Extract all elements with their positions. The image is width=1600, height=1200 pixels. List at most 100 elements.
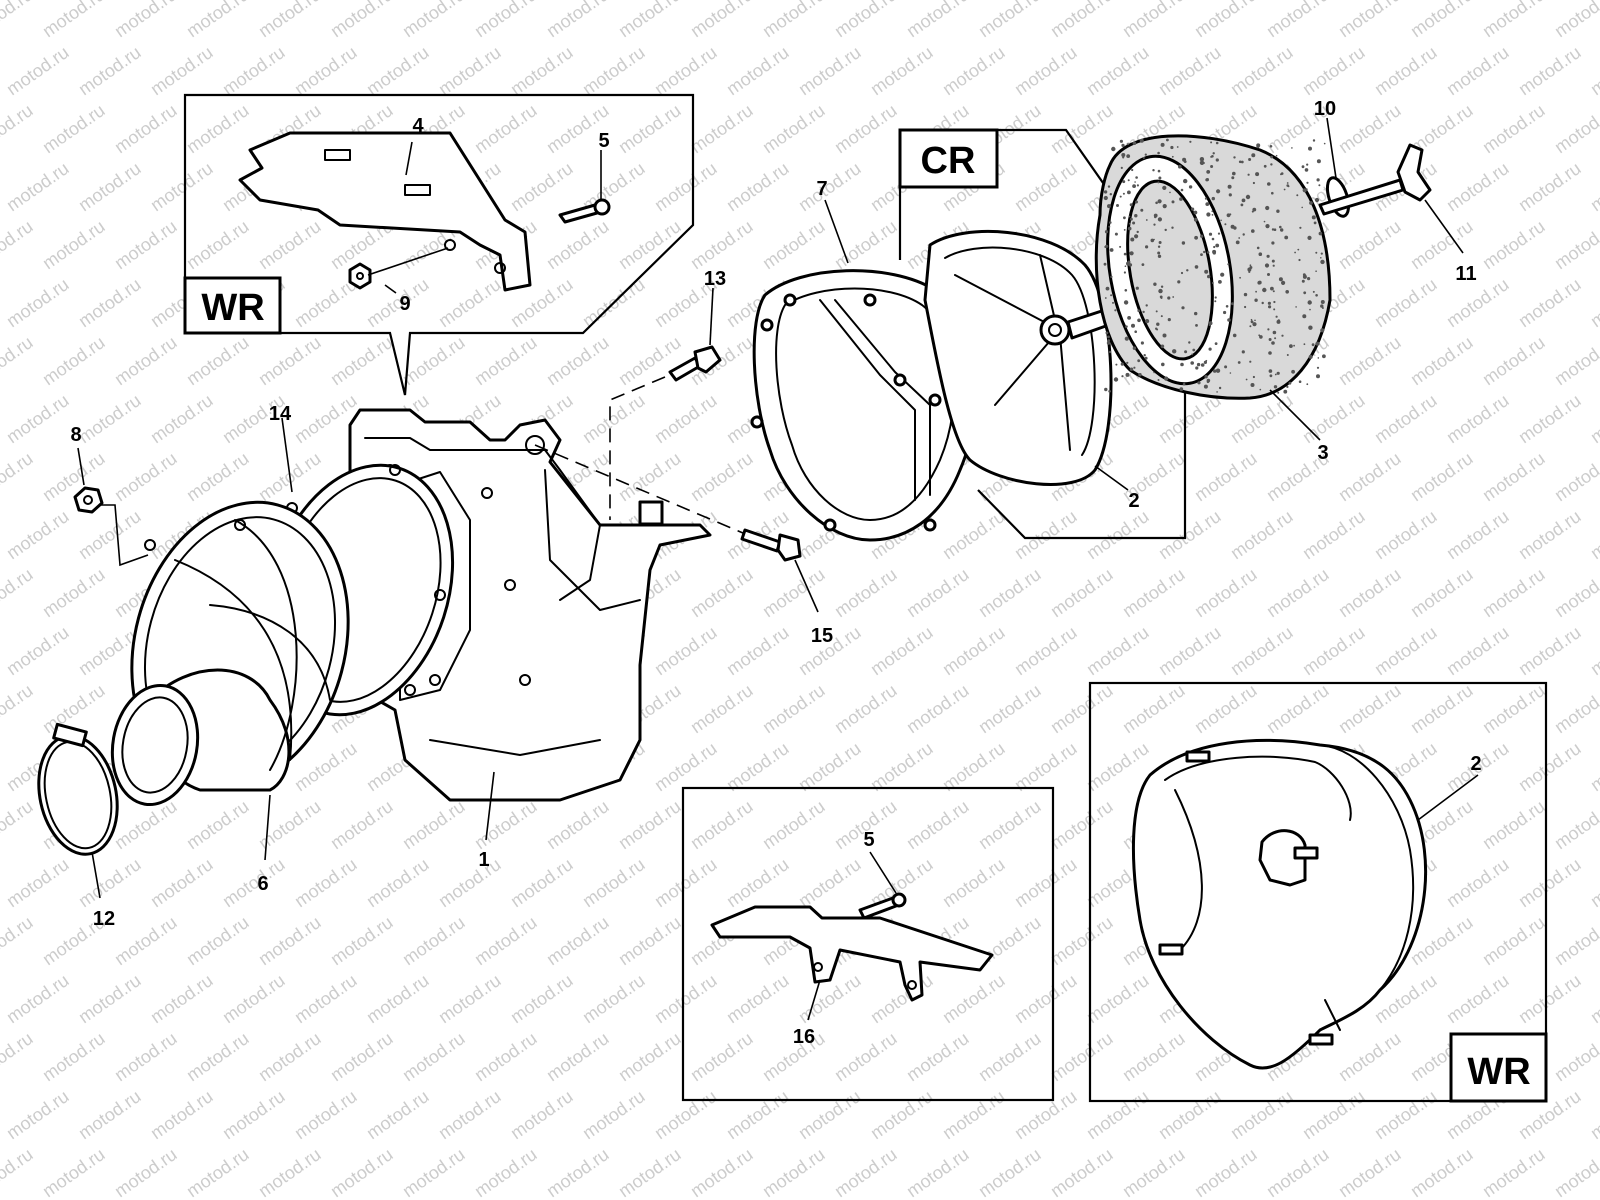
foam-speck <box>1267 328 1270 331</box>
foam-speck <box>1312 290 1315 293</box>
foam-speck <box>1128 222 1131 225</box>
foam-speck <box>1256 246 1260 250</box>
foam-speck <box>1279 225 1282 229</box>
callout-2: 2 <box>1128 490 1139 512</box>
foam-speck <box>1157 181 1160 184</box>
foam-speck <box>1132 346 1137 350</box>
foam-speck <box>1254 319 1256 322</box>
foam-speck <box>1113 377 1119 382</box>
foam-speck <box>1205 202 1210 207</box>
foam-speck <box>1291 369 1295 374</box>
foam-speck <box>1270 155 1273 159</box>
foam-speck <box>1154 215 1157 219</box>
foam-speck <box>1269 145 1273 148</box>
foam-speck <box>1320 259 1325 265</box>
badge-wr-bottom: WR <box>1467 1051 1530 1093</box>
foam-speck <box>1155 201 1158 205</box>
foam-speck <box>1317 357 1320 359</box>
foam-speck <box>1180 362 1184 367</box>
foam-speck <box>1220 272 1225 277</box>
foam-speck <box>1200 253 1203 256</box>
foam-speck <box>1320 328 1325 333</box>
foam-speck <box>1313 221 1317 225</box>
inset-wr-bottom: WR 2 <box>1088 681 1548 1103</box>
foam-speck <box>1140 341 1144 345</box>
foam-speck <box>1157 217 1162 222</box>
part-14-bolt-hole-3 <box>434 589 446 601</box>
foam-speck <box>1145 304 1148 307</box>
foam-speck <box>1270 286 1274 291</box>
foam-speck <box>1309 201 1313 205</box>
foam-speck <box>1252 322 1257 327</box>
foam-speck <box>1210 155 1213 158</box>
foam-speck <box>1215 141 1219 145</box>
part-9-nut-bore <box>356 272 364 280</box>
foam-speck <box>1119 139 1123 143</box>
foam-speck <box>1306 163 1309 166</box>
part-14-bolt-hole-4 <box>404 684 416 696</box>
foam-speck <box>1210 165 1214 168</box>
foam-speck <box>1107 204 1111 209</box>
part-2-cr-spoke-4 <box>1059 334 1071 451</box>
part-2-cr-spoke-1 <box>954 274 1051 326</box>
foam-speck <box>1161 362 1165 367</box>
foam-speck <box>1205 178 1209 182</box>
foam-speck <box>1268 369 1273 373</box>
foam-speck <box>1181 241 1186 245</box>
foam-speck <box>1132 221 1136 225</box>
foam-speck <box>1318 184 1321 187</box>
foam-speck <box>1134 214 1138 218</box>
foam-speck <box>1262 287 1267 293</box>
part-8-nut-bore <box>83 495 93 505</box>
foam-speck <box>1107 335 1110 339</box>
foam-speck <box>1141 263 1145 266</box>
foam-speck <box>1303 291 1307 295</box>
foam-speck <box>1129 367 1134 371</box>
leader-14 <box>281 417 293 493</box>
foam-speck <box>1320 252 1323 255</box>
foam-speck <box>1145 219 1148 221</box>
foam-speck <box>1274 337 1277 340</box>
foam-speck <box>1145 245 1149 249</box>
part-2-cr-hub-bore <box>1048 323 1062 337</box>
foam-speck <box>1188 185 1193 189</box>
part-11-wing-bolt-head <box>1396 143 1432 202</box>
parts-10-11: 10 11 <box>1314 98 1477 285</box>
foam-speck <box>1276 209 1280 213</box>
part-15-bolt-head <box>776 533 802 562</box>
foam-speck <box>1162 185 1167 190</box>
leader-2 <box>1094 465 1129 491</box>
foam-speck <box>1135 286 1139 290</box>
foam-speck <box>1180 271 1184 275</box>
foam-speck <box>1297 248 1300 251</box>
foam-speck <box>1265 205 1270 211</box>
foam-speck <box>1194 265 1199 269</box>
foam-speck <box>1273 300 1276 304</box>
foam-speck <box>1318 231 1323 236</box>
foam-speck <box>1211 282 1214 284</box>
leader-3 <box>1269 389 1321 441</box>
foam-speck <box>1130 217 1133 221</box>
foam-speck <box>1121 153 1126 157</box>
foam-speck <box>1296 194 1299 197</box>
part-4-hole-a <box>444 239 456 251</box>
foam-speck <box>1249 360 1252 363</box>
foam-speck <box>1140 208 1144 212</box>
foam-speck <box>1119 195 1122 198</box>
foam-speck <box>1315 294 1318 297</box>
callout-4: 4 <box>412 115 424 137</box>
part-6-rib-1 <box>234 519 298 771</box>
foam-speck <box>1302 314 1307 319</box>
foam-speck <box>1128 263 1133 267</box>
foam-speck <box>1232 171 1236 176</box>
foam-speck <box>1322 354 1326 359</box>
foam-speck <box>1301 279 1305 283</box>
part-2-wr-rim-inner <box>1164 755 1352 821</box>
leader-9b <box>384 284 397 294</box>
part-7-stud-7 <box>928 393 942 407</box>
foam-speck <box>1153 282 1157 286</box>
part-2-wr-tab-1 <box>1185 750 1211 763</box>
foam-speck <box>1265 224 1270 229</box>
foam-speck <box>1272 290 1275 293</box>
foam-speck <box>1306 383 1309 386</box>
